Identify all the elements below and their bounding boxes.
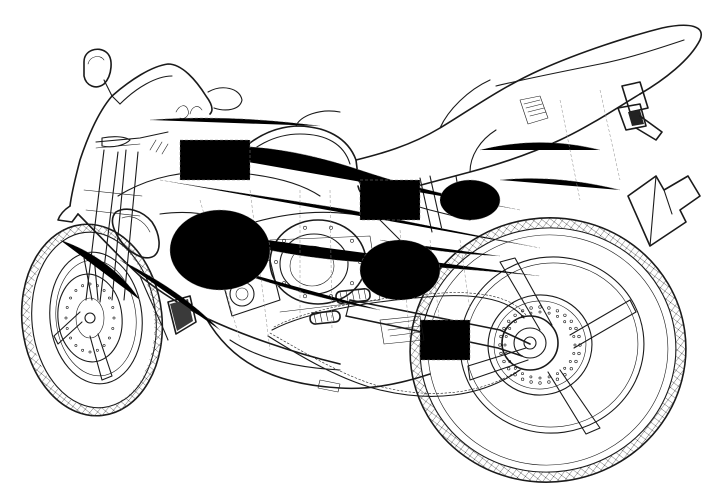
front-disc-holes [64, 282, 116, 354]
rear-disc-hole [504, 352, 508, 355]
front-disc-hole [111, 327, 115, 330]
rear-disc-hole [577, 334, 581, 339]
engine-bolt [303, 294, 307, 299]
rear-disc-hole [574, 359, 578, 364]
rear-disc-hole [499, 334, 503, 339]
front-disc-hole [102, 344, 106, 347]
rear-disc-hole [563, 313, 567, 317]
rear-disc-hole [499, 351, 503, 356]
rear-disc-hole [547, 375, 551, 379]
rear-disc-hole [502, 326, 506, 331]
rear-disc-hole [529, 306, 533, 310]
front-disc-hole [102, 289, 106, 292]
engine-bolt [329, 225, 333, 230]
front-fork [83, 149, 143, 303]
rear-disc-hole [563, 320, 567, 324]
rear-disc-hole [507, 367, 511, 371]
front-disc-hole [64, 316, 68, 320]
front-disc-hole [81, 284, 85, 288]
rear-disc-holes [498, 305, 582, 385]
rear-disc-hole [521, 314, 524, 318]
exhaust [627, 175, 701, 247]
rear-disc-hole [520, 377, 525, 381]
rear-disc-hole [529, 311, 533, 315]
rear-disc-hole [555, 309, 560, 313]
rear-disc-hole [563, 366, 567, 370]
front-disc-hole [108, 336, 111, 340]
rear-disc-hole [508, 327, 512, 330]
rear-disc-hole [568, 360, 572, 363]
rear-disc-hole [538, 381, 542, 385]
front-disc-hole [81, 348, 85, 352]
front-disc-hole [69, 296, 73, 300]
rear-disc-hole [504, 335, 508, 338]
rear-disc-hole [513, 366, 517, 370]
rear-disc-hole [556, 314, 559, 318]
rear-disc-hole [538, 305, 542, 309]
front-disc-hole [65, 327, 69, 330]
engine-bolt [350, 281, 354, 286]
rear-disc-hole [547, 306, 551, 310]
rear-disc-hole [513, 320, 517, 324]
front-disc-hole [74, 344, 78, 347]
rear-disc-hole [568, 327, 572, 330]
rear-disc-hole [572, 352, 576, 355]
front-disc-hole [88, 350, 92, 354]
front-disc-hole [74, 289, 78, 292]
rear-disc-hole [529, 380, 533, 384]
rear-disc-hole [555, 377, 560, 381]
front-disc-hole [112, 316, 116, 320]
rear-disc-hole [569, 319, 573, 323]
engine-bolt [350, 238, 354, 243]
front-disc-hole [108, 296, 111, 300]
front-wheel [20, 223, 164, 417]
detail-hatching [149, 105, 425, 393]
rear-disc-hole [538, 310, 542, 314]
rear-disc-hole [574, 326, 578, 331]
mirror [83, 48, 121, 105]
rear-disc-hole [556, 372, 559, 376]
rear-disc-hole [520, 309, 525, 313]
front-disc-hole [88, 282, 92, 286]
footpegs [309, 287, 371, 325]
rear-disc-hole [507, 319, 511, 323]
rear-disc-hole [578, 343, 582, 347]
rear-disc-hole [513, 313, 517, 317]
rear-disc-hole [563, 373, 567, 377]
rear-disc-hole [498, 343, 502, 347]
rear-disc-hole [547, 311, 551, 315]
rear-disc-hole [572, 335, 576, 338]
hidden-lines [59, 89, 621, 361]
drive-chain [267, 292, 527, 397]
front-disc-hole [111, 306, 115, 309]
rear-disc-hole [529, 375, 533, 379]
rear-disc-hole [547, 380, 551, 384]
rear-disc-hole [538, 376, 542, 380]
rear-disc-hole [508, 360, 512, 363]
rear-disc-hole [502, 359, 506, 364]
front-disc-hole [65, 306, 69, 309]
rear-disc-hole [569, 367, 573, 371]
handlebar [95, 131, 169, 149]
engine-bolt [303, 225, 307, 230]
engine-bolt [274, 260, 278, 264]
front-disc-hole [96, 348, 99, 352]
front-disc-hole [96, 284, 99, 288]
seat-and-tail [355, 24, 703, 198]
rear-disc-hole [503, 343, 507, 347]
rear-disc-hole [573, 343, 577, 347]
rear-disc-hole [521, 372, 524, 376]
rear-disc-hole [577, 351, 581, 356]
front-disc-hole [69, 336, 73, 340]
